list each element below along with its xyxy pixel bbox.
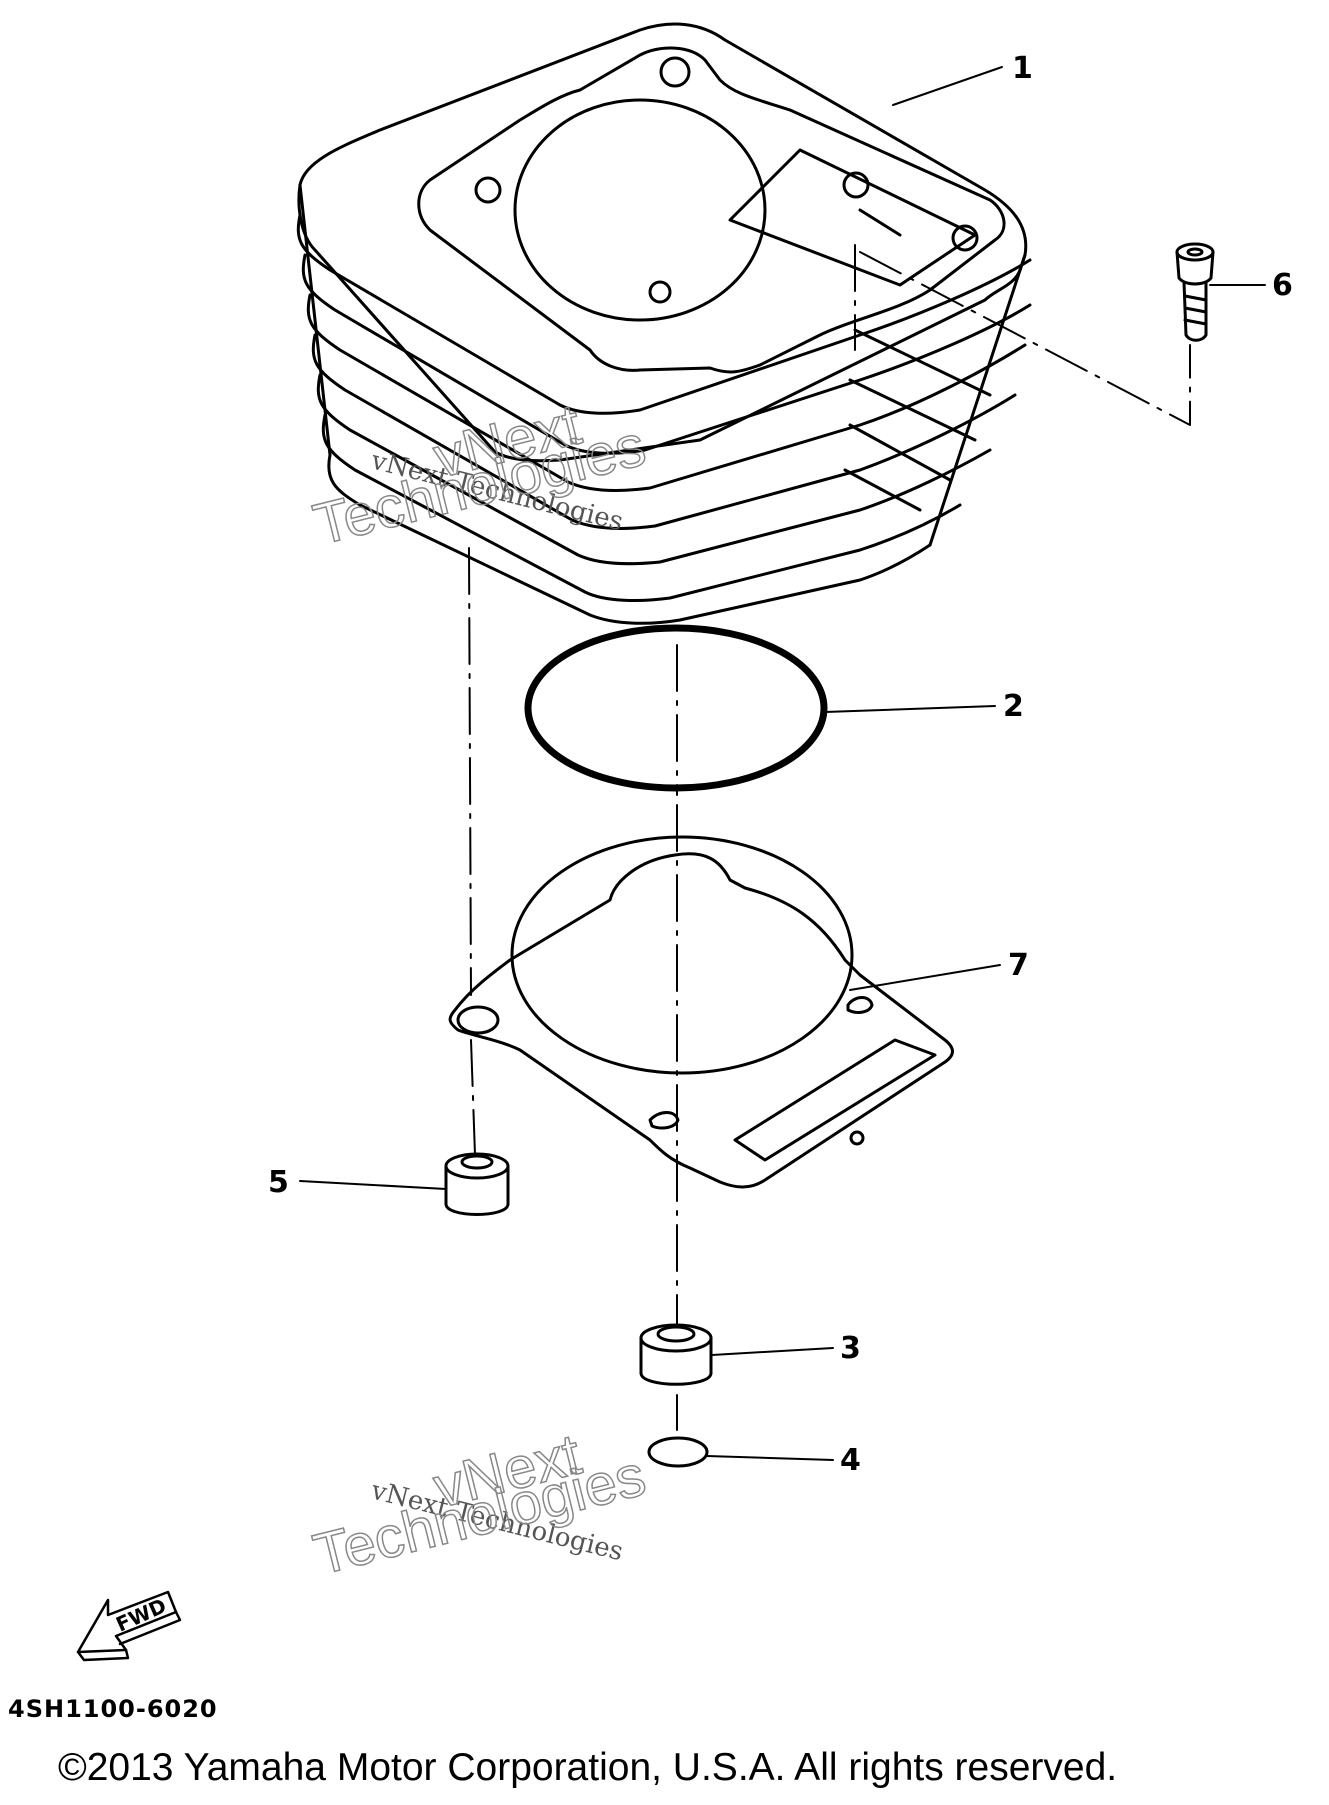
cylinder-gasket-part (448, 835, 954, 1189)
watermark-top: vNext Technologies vNext Technologies (307, 391, 653, 558)
assembly-lines (468, 244, 1191, 1431)
callout-1: 1 (1012, 51, 1033, 86)
diagram-code: 4SH1100-6020 (8, 1695, 218, 1723)
fwd-arrow-icon (76, 1590, 182, 1662)
cylinder-part (296, 22, 1032, 625)
callout-3: 3 (840, 1331, 861, 1366)
bolt-part (1175, 242, 1215, 342)
copyright-text: ©2013 Yamaha Motor Corporation, U.S.A. A… (58, 1746, 1118, 1789)
callout-2: 2 (1003, 689, 1024, 724)
callout-6: 6 (1272, 268, 1293, 303)
fwd-label: FWD (112, 1593, 170, 1636)
callout-5: 5 (268, 1165, 289, 1200)
callout-4: 4 (840, 1443, 861, 1478)
watermark-bottom: vNext Technologies vNext Technologies (307, 1421, 653, 1588)
leader-lines (299, 66, 1266, 1461)
callout-7: 7 (1008, 948, 1029, 983)
small-o-ring-part (647, 1436, 709, 1468)
dowel-pin-5-part (444, 1152, 510, 1216)
dowel-pin-3-part (639, 1323, 713, 1386)
